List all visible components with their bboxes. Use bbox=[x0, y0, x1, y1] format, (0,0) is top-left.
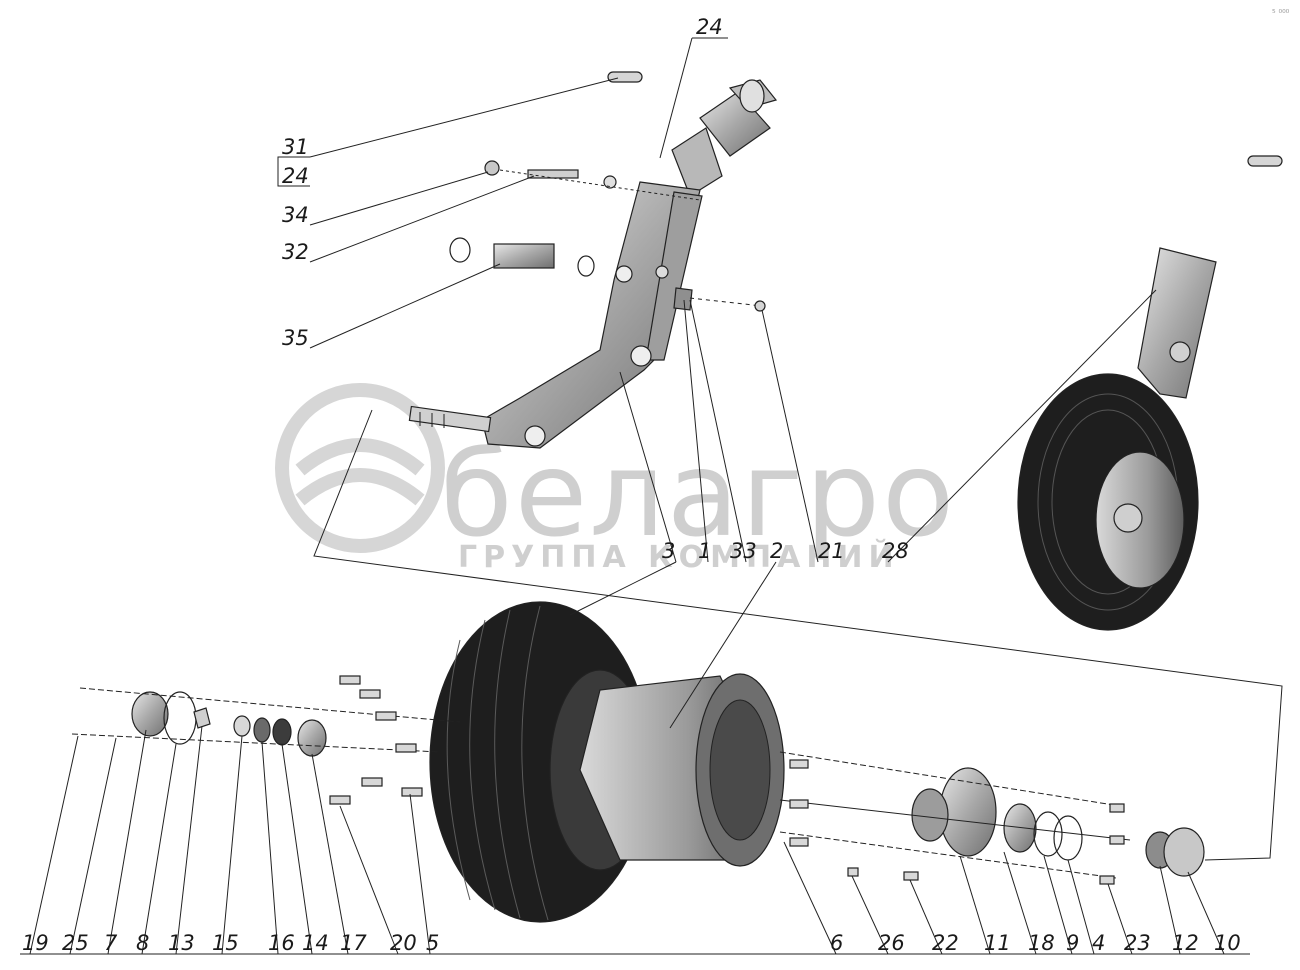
washer-15 bbox=[233, 715, 251, 737]
corner-mark: ⁵ ⁰⁰⁰ bbox=[1272, 9, 1290, 19]
callout-bottom-10: 5 bbox=[426, 931, 439, 955]
hydraulic-cylinder bbox=[671, 79, 778, 197]
callout-left-2: 34 bbox=[282, 203, 309, 227]
callout-bottom-4: 13 bbox=[168, 931, 195, 955]
bearing-right bbox=[1003, 803, 1037, 853]
callout-bottom-16: 9 bbox=[1066, 931, 1079, 955]
washer-10 bbox=[1163, 827, 1205, 877]
callout-mid-0: 3 bbox=[662, 539, 675, 563]
wheel-hub bbox=[911, 767, 997, 857]
callout-bottom-17: 4 bbox=[1092, 931, 1105, 955]
callout-left-3: 32 bbox=[282, 240, 309, 264]
callout-bottom-7: 14 bbox=[302, 931, 329, 955]
seal-ring-9 bbox=[1033, 811, 1063, 857]
callout-bottom-3: 8 bbox=[136, 931, 149, 955]
gasket-8 bbox=[163, 691, 197, 745]
callout-mid-2: 33 bbox=[730, 539, 757, 563]
callout-bottom-19: 12 bbox=[1172, 931, 1199, 955]
callout-mid-1: 1 bbox=[698, 539, 711, 563]
callout-labels: 24 31 24 34 32 35 3 1 33 2 21 28 19 25 7… bbox=[22, 15, 1241, 955]
callout-bottom-20: 10 bbox=[1214, 931, 1241, 955]
callout-bottom-14: 11 bbox=[984, 931, 1011, 955]
callout-bottom-2: 7 bbox=[104, 931, 118, 955]
exploded-wheel bbox=[71, 601, 1205, 923]
watermark-logo-icon bbox=[275, 383, 445, 553]
callout-bottom-8: 17 bbox=[340, 931, 367, 955]
assembly-connector-line bbox=[313, 409, 1283, 861]
bearing-17 bbox=[297, 719, 327, 757]
wheel-bolts-right bbox=[789, 759, 1125, 885]
callout-mid-3: 2 bbox=[770, 539, 783, 563]
callout-bottom-15: 18 bbox=[1028, 931, 1055, 955]
watermark: белагро ГРУППА КОМПАНИЙ bbox=[275, 383, 954, 575]
callout-left-0: 31 bbox=[282, 135, 309, 159]
callout-bottom-1: 25 bbox=[62, 931, 89, 955]
pin-top bbox=[607, 71, 643, 83]
castle-nut bbox=[193, 707, 211, 729]
seal-ring-4 bbox=[1053, 815, 1083, 861]
arm-assembly bbox=[408, 71, 778, 449]
callout-bottom-13: 22 bbox=[932, 931, 959, 955]
callout-bottom-11: 6 bbox=[830, 931, 843, 955]
pivot-pin bbox=[484, 160, 701, 201]
wheel-bolts-left bbox=[329, 675, 423, 805]
retainer-plate bbox=[673, 287, 693, 311]
callout-left-1: 24 bbox=[282, 164, 309, 188]
leader-lines bbox=[20, 37, 1250, 955]
callout-bottom-6: 16 bbox=[268, 931, 295, 955]
callout-mid-4: 21 bbox=[818, 539, 845, 563]
callout-bottom-0: 19 bbox=[22, 931, 49, 955]
bushing bbox=[449, 237, 595, 277]
assembled-wheel-unit bbox=[1017, 155, 1283, 631]
callout-bottom-9: 20 bbox=[390, 931, 417, 955]
callout-mid-5: 28 bbox=[882, 539, 909, 563]
seal-16 bbox=[253, 717, 271, 743]
callout-top-24: 24 bbox=[696, 15, 723, 39]
axle-spindle bbox=[408, 405, 492, 433]
watermark-subtitle: ГРУППА КОМПАНИЙ bbox=[458, 539, 900, 575]
hub-cap bbox=[131, 691, 169, 737]
seal-14 bbox=[272, 718, 292, 746]
callout-bottom-18: 23 bbox=[1124, 931, 1151, 955]
callout-left-4: 35 bbox=[282, 326, 309, 350]
callout-bottom-5: 15 bbox=[212, 931, 239, 955]
callout-bottom-12: 26 bbox=[878, 931, 905, 955]
